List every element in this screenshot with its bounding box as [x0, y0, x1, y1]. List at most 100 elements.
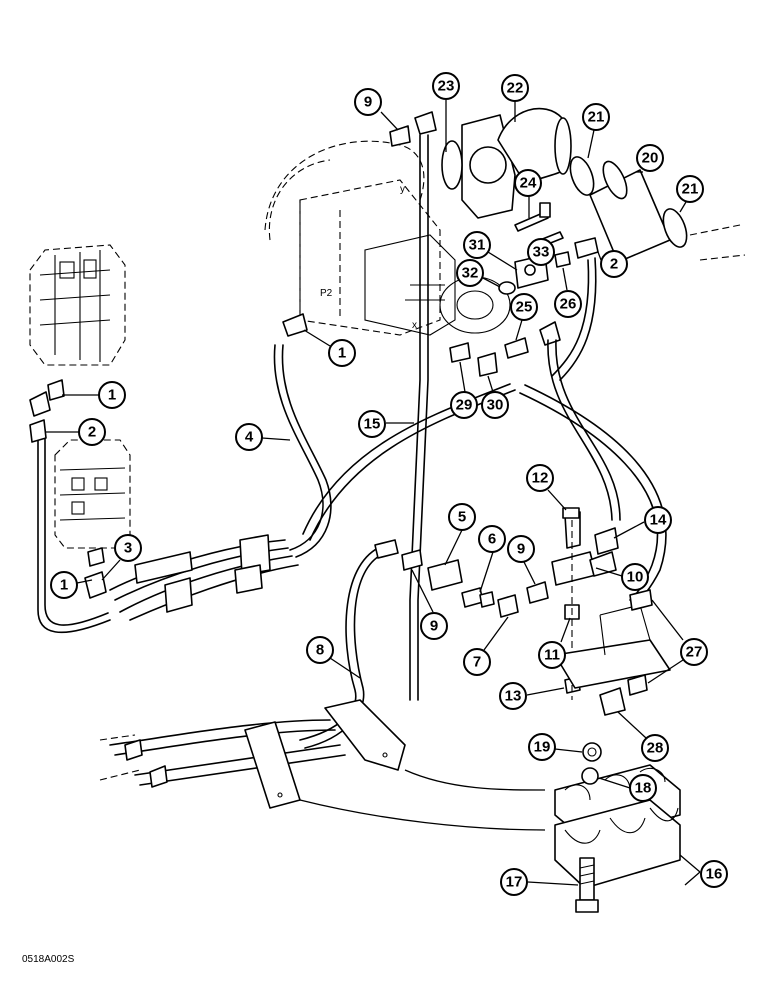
svg-text:21: 21: [682, 181, 699, 198]
svg-text:25: 25: [516, 299, 533, 316]
callout-27: 27: [680, 638, 708, 666]
callout-7: 7: [463, 648, 491, 676]
hose-sleeve: [589, 160, 671, 263]
svg-text:13: 13: [505, 688, 522, 705]
callout-4: 4: [235, 423, 263, 451]
tee-block: [551, 507, 671, 716]
callout-12: 12: [526, 464, 554, 492]
svg-text:14: 14: [650, 512, 667, 529]
callout-11: 11: [538, 641, 566, 669]
callout-1-left: 1: [98, 381, 126, 409]
svg-text:6: 6: [488, 531, 496, 548]
flange-elbow: [461, 107, 572, 219]
callout-10: 10: [621, 563, 649, 591]
callout-1-pump: 1: [328, 339, 356, 367]
fitting-29: [449, 342, 471, 363]
callout-17: 17: [500, 868, 528, 896]
svg-text:9: 9: [430, 618, 438, 635]
straight-fitting: [504, 337, 529, 359]
o-ring: [441, 140, 463, 190]
left-elbow: [29, 391, 51, 417]
hose-clamp: [662, 208, 688, 248]
port-label-y: y: [400, 184, 405, 195]
callout-30: 30: [481, 391, 509, 419]
svg-text:33: 33: [533, 244, 550, 261]
svg-text:12: 12: [532, 470, 549, 487]
svg-text:15: 15: [364, 416, 381, 433]
port-label-p2: P2: [320, 288, 333, 299]
svg-text:16: 16: [706, 866, 723, 883]
svg-text:32: 32: [462, 265, 479, 282]
callout-9: 9: [354, 88, 382, 116]
svg-text:2: 2: [610, 256, 618, 273]
callout-16: 16: [700, 860, 728, 888]
svg-text:30: 30: [487, 397, 504, 414]
callout-25: 25: [510, 293, 538, 321]
elbow-fitting-pump: [539, 321, 561, 346]
svg-text:17: 17: [506, 874, 523, 891]
callout-5: 5: [448, 503, 476, 531]
tube-clamp-lower: [244, 699, 546, 831]
callouts: 9 23 22 21 20 21 24 31 33 2 32 26: [46, 72, 728, 896]
svg-text:20: 20: [642, 150, 659, 167]
callout-33: 33: [527, 238, 555, 266]
svg-text:4: 4: [245, 429, 254, 446]
svg-text:18: 18: [635, 780, 652, 797]
svg-text:1: 1: [60, 577, 68, 594]
callout-1-bottom: 1: [50, 571, 78, 599]
svg-text:1: 1: [338, 345, 346, 362]
callout-20: 20: [636, 144, 664, 172]
top-fitting: [389, 125, 411, 147]
callout-2-right: 2: [600, 250, 628, 278]
svg-text:5: 5: [458, 509, 466, 526]
svg-text:31: 31: [469, 237, 486, 254]
callout-21a: 21: [582, 103, 610, 131]
svg-text:28: 28: [647, 740, 664, 757]
callout-31: 31: [463, 231, 491, 259]
svg-text:23: 23: [438, 78, 455, 95]
bundle-fitting: [149, 765, 168, 788]
left-lower-fitting: [87, 547, 105, 567]
drawing-code: 0518A002S: [22, 954, 75, 965]
svg-text:11: 11: [544, 647, 560, 664]
svg-text:10: 10: [627, 569, 644, 586]
clamp-16: [554, 742, 681, 913]
svg-text:22: 22: [507, 80, 524, 97]
svg-text:9: 9: [517, 541, 525, 558]
fitting-30: [477, 352, 498, 377]
callout-13: 13: [499, 682, 527, 710]
svg-text:7: 7: [473, 654, 481, 671]
block-o-ring: [498, 281, 516, 295]
left-fitting: [47, 379, 65, 401]
control-valve-lower: [54, 439, 131, 549]
callout-2-left: 2: [78, 418, 106, 446]
elbow-fitting: [574, 237, 599, 259]
callout-21b: 21: [676, 175, 704, 203]
bolt-head: [539, 202, 551, 218]
callout-8: 8: [306, 636, 334, 664]
callout-19: 19: [528, 733, 556, 761]
bundle-fitting: [124, 739, 143, 761]
left-hose-end: [29, 419, 47, 443]
callout-6: 6: [478, 525, 506, 553]
svg-text:19: 19: [534, 739, 551, 756]
svg-text:29: 29: [456, 397, 473, 414]
adapter-fitting: [554, 251, 571, 268]
svg-text:1: 1: [108, 387, 116, 404]
callout-9-lower: 9: [420, 612, 448, 640]
callout-23: 23: [432, 72, 460, 100]
svg-text:8: 8: [316, 642, 324, 659]
callout-28: 28: [641, 734, 669, 762]
svg-text:2: 2: [88, 424, 96, 441]
hose-clamp: [569, 156, 595, 196]
port-label-x: x: [412, 320, 417, 331]
callout-18: 18: [629, 774, 657, 802]
svg-text:21: 21: [588, 109, 605, 126]
callout-22: 22: [501, 74, 529, 102]
top-elbow: [414, 111, 437, 135]
callout-32: 32: [456, 259, 484, 287]
left-lower-elbow: [84, 571, 107, 599]
inline-fittings: [374, 539, 549, 618]
svg-text:3: 3: [124, 540, 132, 557]
